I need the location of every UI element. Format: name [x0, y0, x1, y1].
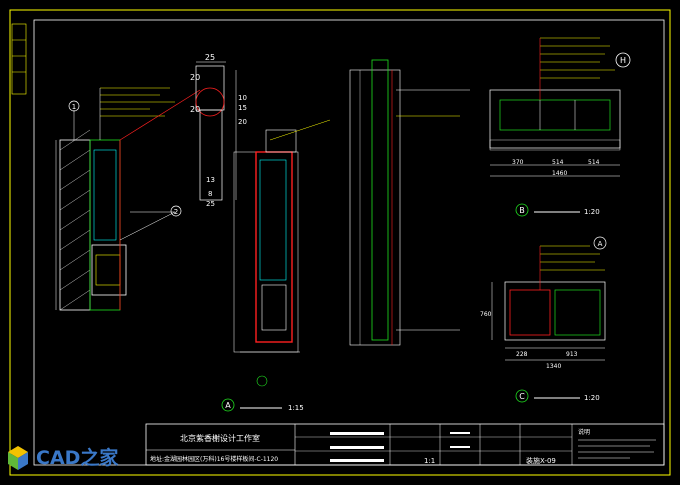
scale-value: 1:1	[424, 457, 435, 465]
cad-logo-icon	[8, 446, 28, 470]
margin-strip	[11, 23, 27, 95]
view-a-caption: A 1:15	[221, 398, 304, 412]
dim-d1: 10	[238, 94, 247, 102]
view-c-letter: C	[519, 392, 525, 401]
profile-detail	[195, 61, 237, 201]
dim-b-total: 1460	[552, 170, 567, 177]
elevation-a	[233, 119, 331, 353]
mini-callout	[256, 375, 268, 387]
dim-c-h: 760	[480, 311, 492, 318]
studio-name: 北京紫香榭设计工作室	[180, 433, 260, 443]
view-a-letter: A	[225, 401, 231, 410]
section-h-marker: H	[615, 52, 631, 68]
notes-lines	[578, 439, 656, 459]
callout-2-label: 2	[174, 208, 178, 216]
dim-d5: 8	[208, 190, 212, 198]
drawing-title: 地址:金湖园林园区(万科)16号楼样板间-C-1120	[150, 455, 278, 463]
dim-c-a: 228	[516, 351, 528, 358]
view-b	[489, 37, 621, 177]
view-h-letter: H	[620, 56, 626, 65]
sheet-number: 装施X-09	[526, 456, 556, 465]
marker-a-letter: A	[598, 240, 603, 248]
dim-b-c: 514	[588, 159, 600, 166]
drawing-frame	[9, 9, 671, 476]
section-1-wall	[55, 87, 201, 311]
view-b-scale: 1:20	[584, 208, 600, 216]
vertical-section	[349, 59, 470, 346]
dim-c-b: 913	[566, 351, 578, 358]
dim-top-width: 25	[205, 53, 215, 62]
view-b-caption: B 1:20	[515, 203, 600, 217]
dim-b-a: 370	[512, 159, 524, 166]
callout-2: 2	[170, 205, 182, 217]
callout-1-label: 1	[72, 103, 76, 111]
dim-top-h1: 20	[190, 73, 200, 82]
view-c-scale: 1:20	[584, 394, 600, 402]
notes-title: 说明	[578, 428, 590, 436]
dim-top-h2: 20	[190, 105, 200, 114]
dim-d2: 15	[238, 104, 247, 112]
dim-d6: 25	[206, 200, 215, 208]
view-a-scale: 1:15	[288, 404, 304, 412]
view-b-letter: B	[519, 206, 525, 215]
dim-c-total: 1340	[546, 363, 561, 370]
dim-b-b: 514	[552, 159, 564, 166]
section-a-marker: A	[593, 236, 607, 250]
title-block	[145, 423, 665, 466]
callout-1: 1	[68, 100, 80, 112]
view-c-caption: C 1:20	[515, 389, 600, 403]
view-c	[491, 245, 606, 361]
dim-d3: 20	[238, 118, 247, 126]
watermark-brand: CAD之家	[36, 447, 119, 469]
dim-d4: 13	[206, 176, 215, 184]
